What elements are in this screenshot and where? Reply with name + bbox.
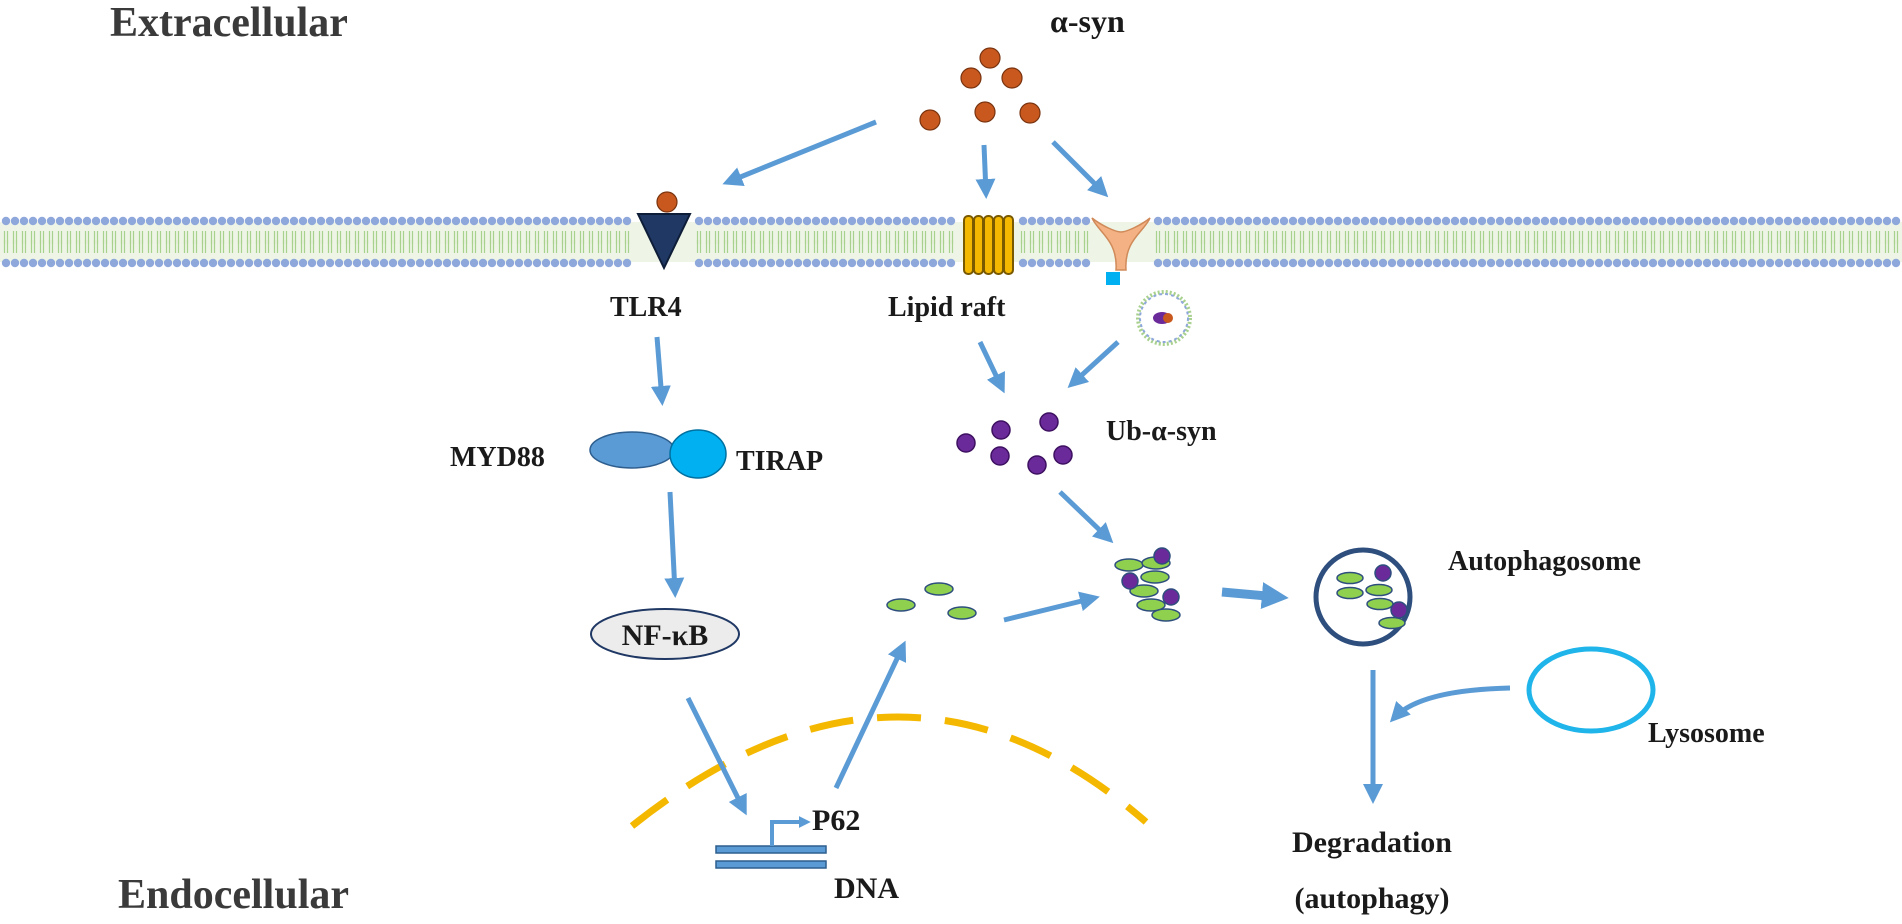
lipid-raft-label: Lipid raft bbox=[888, 292, 1006, 323]
arrow-alpha-syn-to-receptor bbox=[1051, 140, 1109, 198]
nfkb-shape bbox=[590, 608, 740, 660]
alpha-syn-particle bbox=[974, 101, 996, 123]
arrow-complex-to-autophagosome bbox=[1221, 582, 1289, 610]
bound-alpha-syn-particle bbox=[656, 191, 678, 213]
arrow-lipid-raft-to-ub bbox=[977, 340, 1005, 394]
tirap-label: TIRAP bbox=[736, 446, 823, 477]
arrow-p62-to-complex bbox=[1003, 591, 1100, 623]
ub-particle bbox=[1053, 445, 1073, 465]
endocytic-vesicle bbox=[1136, 290, 1192, 346]
p62-ub-complex bbox=[1114, 547, 1181, 622]
ub-particle bbox=[990, 446, 1010, 466]
ub-alpha-syn-particles bbox=[956, 412, 1073, 475]
p62-particle bbox=[924, 582, 954, 596]
autophagy-label: (autophagy) bbox=[1294, 882, 1449, 915]
alpha-syn-particles bbox=[919, 47, 1041, 131]
arrow-tlr4-to-myd88 bbox=[650, 336, 671, 406]
alpha-syn-particle bbox=[960, 67, 982, 89]
arrow-alpha-syn-to-lipid-raft bbox=[975, 144, 996, 199]
alpha-syn-particle bbox=[1001, 67, 1023, 89]
arrow-lysosome-to-fusion bbox=[1389, 685, 1511, 723]
arrow-ub-to-complex bbox=[1058, 490, 1114, 544]
tlr4-receptor bbox=[636, 191, 692, 271]
extracellular-label: Extracellular bbox=[110, 0, 348, 46]
arrow-vesicle-to-ub bbox=[1067, 340, 1120, 389]
ub-particle bbox=[1039, 412, 1059, 432]
dna-label: DNA bbox=[834, 872, 899, 905]
dna-icon bbox=[715, 845, 827, 869]
ub-particle bbox=[991, 420, 1011, 440]
degradation-label: Degradation bbox=[1292, 826, 1452, 859]
promoter-arrow-icon bbox=[770, 816, 811, 846]
autophagosome-label: Autophagosome bbox=[1448, 546, 1641, 577]
ub-particle bbox=[1027, 455, 1047, 475]
arrow-alpha-syn-to-tlr4 bbox=[722, 119, 877, 187]
autophagosome bbox=[1313, 547, 1413, 647]
tlr4-triangle-icon bbox=[636, 213, 692, 271]
p62-label: P62 bbox=[812, 804, 860, 837]
endocellular-label: Endocellular bbox=[118, 872, 349, 918]
lysosome bbox=[1526, 646, 1656, 734]
alpha-syn-particle bbox=[979, 47, 1001, 69]
arrow-myd88-to-nfkb bbox=[664, 491, 685, 598]
p62-particle bbox=[886, 598, 916, 612]
lysosome-label: Lysosome bbox=[1648, 718, 1765, 749]
alpha-syn-label: α-syn bbox=[1050, 3, 1125, 39]
p62-particle bbox=[947, 606, 977, 620]
ub-particle bbox=[956, 433, 976, 453]
myd88-shape bbox=[589, 431, 675, 469]
endocytic-receptor-icon bbox=[1091, 217, 1151, 285]
arrow-p62-gene-to-protein bbox=[833, 640, 907, 790]
tirap-shape bbox=[669, 429, 727, 479]
cell-membrane bbox=[0, 216, 1902, 268]
ub-alpha-syn-label: Ub-α-syn bbox=[1106, 416, 1217, 447]
myd88-label: MYD88 bbox=[450, 442, 545, 473]
alpha-syn-particle bbox=[1019, 102, 1041, 124]
alpha-syn-particle bbox=[919, 109, 941, 131]
lipid-raft-icon bbox=[963, 215, 1014, 275]
tlr4-label: TLR4 bbox=[610, 292, 682, 323]
nuclear-envelope bbox=[629, 713, 1149, 829]
nfkb-label: NF-κB bbox=[622, 619, 709, 652]
arrow-nfkb-to-dna bbox=[685, 696, 747, 816]
p62-particles bbox=[886, 582, 977, 620]
